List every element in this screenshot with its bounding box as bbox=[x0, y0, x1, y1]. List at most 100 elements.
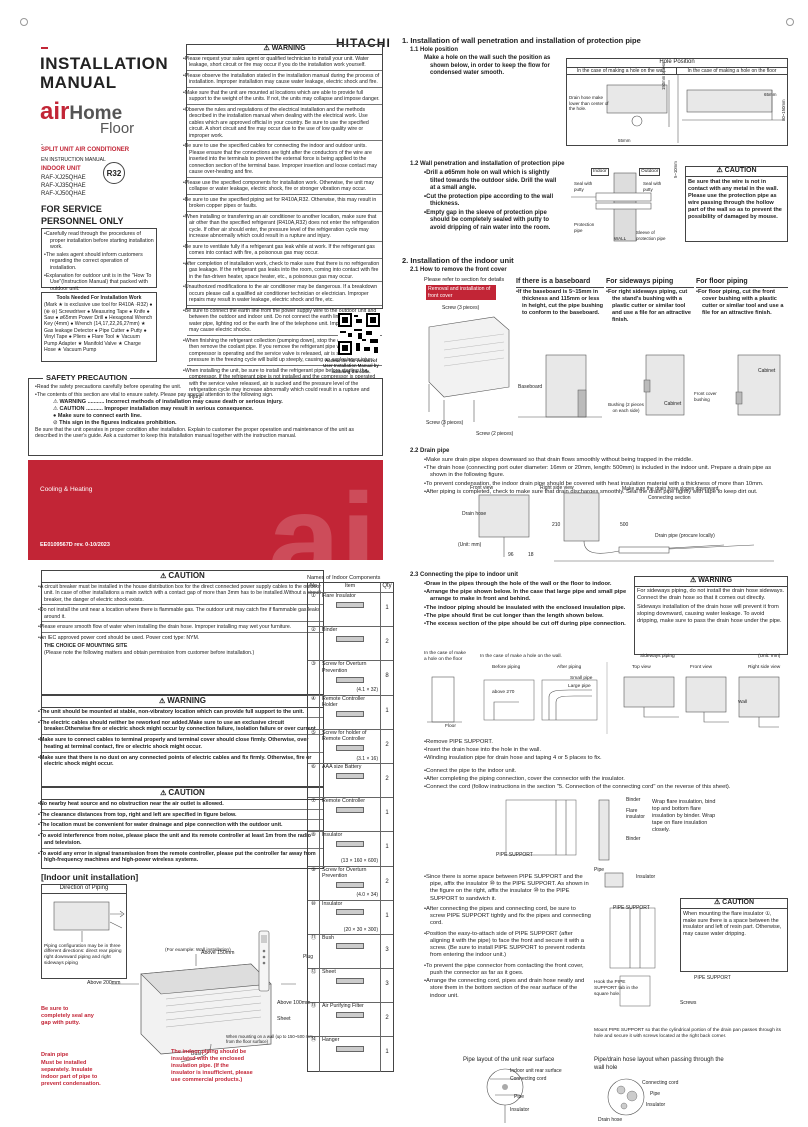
space-bullet: To prevent the pipe connector from conta… bbox=[424, 963, 592, 977]
registration-mark-right bbox=[786, 18, 794, 26]
cabinet-label: Cabinet bbox=[664, 401, 682, 407]
caution-left-list: A circuit breaker must be installed in t… bbox=[40, 583, 323, 643]
mounting-site-note: (Please note the following matters and o… bbox=[44, 649, 255, 656]
s12-bullet: Drill a ø65mm hole on wall which is slig… bbox=[424, 170, 562, 193]
list-item: Please ensure smooth flow of water when … bbox=[40, 623, 323, 633]
space-bullet: Position the easy-to-attach side of PIPE… bbox=[424, 931, 592, 960]
caution-left-title: CAUTION bbox=[168, 571, 205, 580]
sheet-label: Sheet bbox=[277, 1016, 291, 1022]
component-no: ⑧ bbox=[308, 832, 320, 866]
wall2-label: Wall bbox=[738, 700, 748, 705]
s22-bullet: To prevent condensation, the indoor drai… bbox=[424, 481, 788, 488]
component-no: ④ bbox=[308, 695, 320, 729]
s1-title: 1. Installation of wall penetration and … bbox=[402, 36, 641, 45]
component-no: ① bbox=[308, 593, 320, 627]
s23-warning-title: WARNING bbox=[698, 577, 733, 584]
warning-sign-icon: ⚠ bbox=[53, 399, 58, 405]
component-picture bbox=[336, 744, 364, 751]
list-item: To avoid any error in signal transmissio… bbox=[40, 850, 323, 866]
right-side-view2-label: Right side view bbox=[748, 665, 781, 670]
component-cell: Binder bbox=[320, 627, 381, 661]
s12-caution-title: CAUTION bbox=[724, 167, 757, 174]
component-picture bbox=[336, 943, 364, 950]
steps2-list: Connect the pipe to the indoor unit. Aft… bbox=[424, 768, 788, 793]
caution-icon: ⚠ bbox=[160, 573, 167, 580]
insulator-label-3: Insulator bbox=[646, 1102, 666, 1108]
component-no: ⑦ bbox=[308, 798, 320, 832]
dim-65: 65mm bbox=[764, 92, 777, 97]
s11-text: Make a hole on the wall such the positio… bbox=[424, 55, 551, 76]
component-cell: Bush bbox=[320, 934, 381, 969]
component-qty: 1 bbox=[385, 1049, 389, 1056]
safety-caution-text: ........... Improper installation may re… bbox=[86, 405, 254, 412]
component-cell: Air Purifying Filter bbox=[320, 1003, 381, 1037]
component-qty: 1 bbox=[385, 844, 389, 851]
list-item: The electric cables should neither be re… bbox=[40, 719, 323, 735]
component-qty: 3 bbox=[385, 946, 389, 953]
language-label: EN INSTRUCTION MANUAL bbox=[41, 157, 106, 163]
component-cell: Remote Controller bbox=[320, 798, 381, 832]
component-picture bbox=[336, 806, 364, 813]
direction-label: Direction of Piping bbox=[42, 885, 126, 894]
refrigerant-badge: R32 bbox=[103, 162, 125, 184]
list-item: After completion of installation work, c… bbox=[185, 260, 382, 283]
clearance-above-150: Above 150mm bbox=[201, 950, 235, 956]
pipe-support-label-2: PIPE SUPPORT bbox=[613, 905, 650, 911]
component-name: Hanger bbox=[322, 1037, 340, 1044]
s23-bullet: The indoor piping should be insulated wi… bbox=[424, 605, 630, 612]
warning-top-title: WARNING bbox=[271, 45, 306, 52]
wall-label: WALL bbox=[614, 236, 627, 241]
safety-earth-text: Make sure to connect earth line. bbox=[57, 412, 142, 419]
service-note: The sales agent should inform customers … bbox=[44, 252, 154, 272]
floor-title: For floor piping bbox=[696, 278, 788, 288]
s23-warning-box: ⚠ WARNING For sideways piping, do not in… bbox=[634, 576, 788, 655]
s12-list: Drill a ø65mm hole on wall which is slig… bbox=[424, 170, 562, 233]
list-item: Make sure that the unit are mounted at l… bbox=[185, 89, 382, 105]
indoor-install-diagram: Direction of Piping Piping configuration… bbox=[41, 884, 324, 1099]
floor-text: For floor piping, cut the front cover bu… bbox=[696, 289, 788, 317]
s12-title: 1.2 Wall penetration and installation of… bbox=[410, 161, 565, 167]
component-name: Screw for Overturn Prevention bbox=[322, 866, 367, 880]
component-dims: (3.1 × 16) bbox=[356, 755, 378, 762]
step: Insert the drain hose into the hole in t… bbox=[424, 747, 788, 754]
component-name: Binder bbox=[322, 627, 338, 634]
cover-dash bbox=[41, 47, 48, 49]
space-list: Since there is some space between PIPE S… bbox=[424, 874, 592, 1001]
wall-mount-note: When mounting on a wall (up to 150~500 m… bbox=[226, 1034, 313, 1045]
component-cell: AAA size Battery bbox=[320, 763, 381, 798]
large-pipe-label: Large pipe bbox=[568, 684, 591, 689]
s2-title: 2. Installation of the indoor unit bbox=[402, 256, 514, 265]
warning-icon: ⚠ bbox=[263, 45, 270, 52]
clearance-above-200: Above 200mm bbox=[87, 980, 121, 986]
direction-figure bbox=[53, 901, 125, 942]
qr-code bbox=[338, 313, 380, 355]
component-qty: 1 bbox=[385, 912, 389, 919]
component-name: Bush bbox=[322, 934, 335, 941]
after-piping-label: After piping bbox=[557, 665, 582, 670]
mount-note: Mount PIPE SUPPORT so that the cylindric… bbox=[594, 1028, 782, 1039]
component-no: ⑬ bbox=[308, 1003, 320, 1037]
wall-penetration-figure bbox=[571, 172, 652, 242]
component-no: ⑥ bbox=[308, 763, 320, 798]
component-picture bbox=[336, 977, 364, 984]
registration-mark-top bbox=[20, 18, 28, 26]
floor-figure bbox=[735, 354, 781, 416]
binder-label-2: Binder bbox=[626, 836, 641, 842]
wrap-note: Wrap flare insulation, bind top and bott… bbox=[652, 799, 716, 833]
space-bullet: After connecting the pipes and connectin… bbox=[424, 906, 592, 928]
refer-note: Please refer to section for details bbox=[424, 277, 505, 283]
component-cell: Screw for holder of Remote Controller(3.… bbox=[320, 729, 381, 763]
component-cell: Screw for Overturn Prevention(4.1 × 32) bbox=[320, 661, 381, 695]
s12-bullet: Empty gap in the sleeve of protection pi… bbox=[424, 210, 562, 233]
insulator-label: Insulator bbox=[636, 874, 656, 880]
list-item: Be sure to use the specified piping set … bbox=[185, 196, 382, 212]
component-qty: 2 bbox=[385, 741, 389, 748]
list-item: An IEC approved power cord should be use… bbox=[40, 634, 323, 643]
s23-caution-title: CAUTION bbox=[722, 899, 755, 906]
component-qty: 2 bbox=[385, 878, 389, 885]
drain-pipe-note: Must be installed separately. Insulate i… bbox=[41, 1060, 101, 1087]
component-no: ⑪ bbox=[308, 934, 320, 969]
s22-bullet: The drain hose (connecting port outer di… bbox=[424, 465, 788, 479]
